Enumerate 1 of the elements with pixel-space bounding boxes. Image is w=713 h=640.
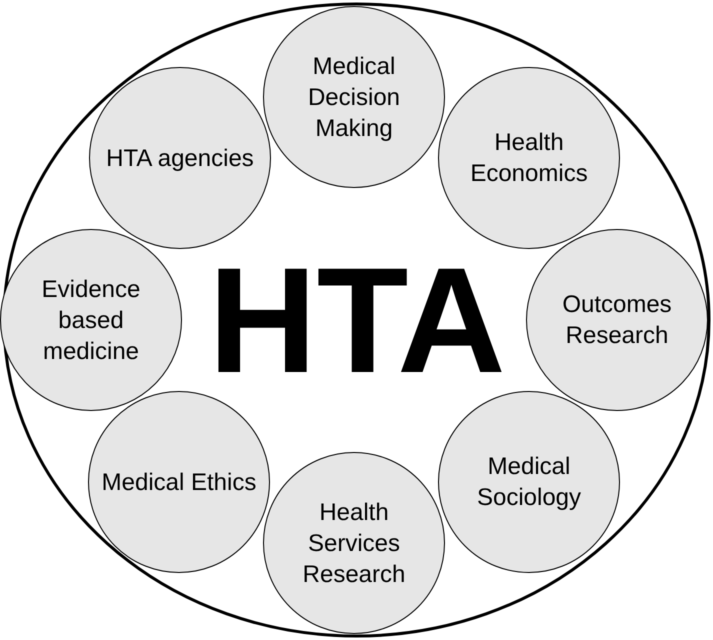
outer-ellipse <box>2 2 711 638</box>
